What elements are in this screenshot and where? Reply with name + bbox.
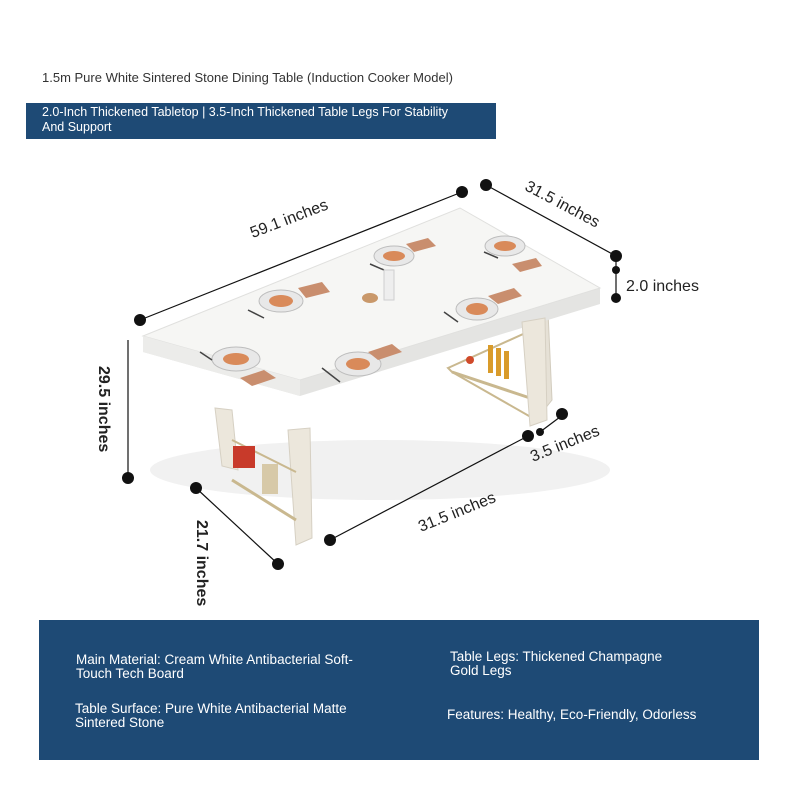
spec-table-legs: Table Legs: Thickened Champagne Gold Leg… — [450, 649, 663, 678]
subtitle-text: 2.0-Inch Thickened Tabletop | 3.5-Inch T… — [42, 105, 449, 134]
spec-main-material: Main Material: Cream White Antibacterial… — [76, 652, 353, 681]
subtitle-banner: 2.0-Inch Thickened Tabletop | 3.5-Inch T… — [26, 103, 496, 139]
specs-panel: Main Material: Cream White Antibacterial… — [39, 620, 759, 760]
front-leg-left — [214, 407, 313, 546]
dimension-dots — [122, 179, 622, 570]
height-label: 29.5 inches — [95, 366, 112, 453]
spec-table-surface: Table Surface: Pure White Antibacterial … — [75, 701, 347, 730]
product-title: 1.5m Pure White Sintered Stone Dining Ta… — [42, 70, 453, 85]
spec-features: Features: Healthy, Eco-Friendly, Odorles… — [447, 707, 697, 722]
front-leg-right — [521, 317, 548, 427]
place-settings — [199, 235, 542, 386]
table-illustration — [122, 179, 622, 570]
leg-width-label: 21.7 inches — [193, 520, 210, 607]
thickness-label: 2.0 inches — [626, 278, 699, 295]
dimension-lines — [127, 184, 617, 565]
